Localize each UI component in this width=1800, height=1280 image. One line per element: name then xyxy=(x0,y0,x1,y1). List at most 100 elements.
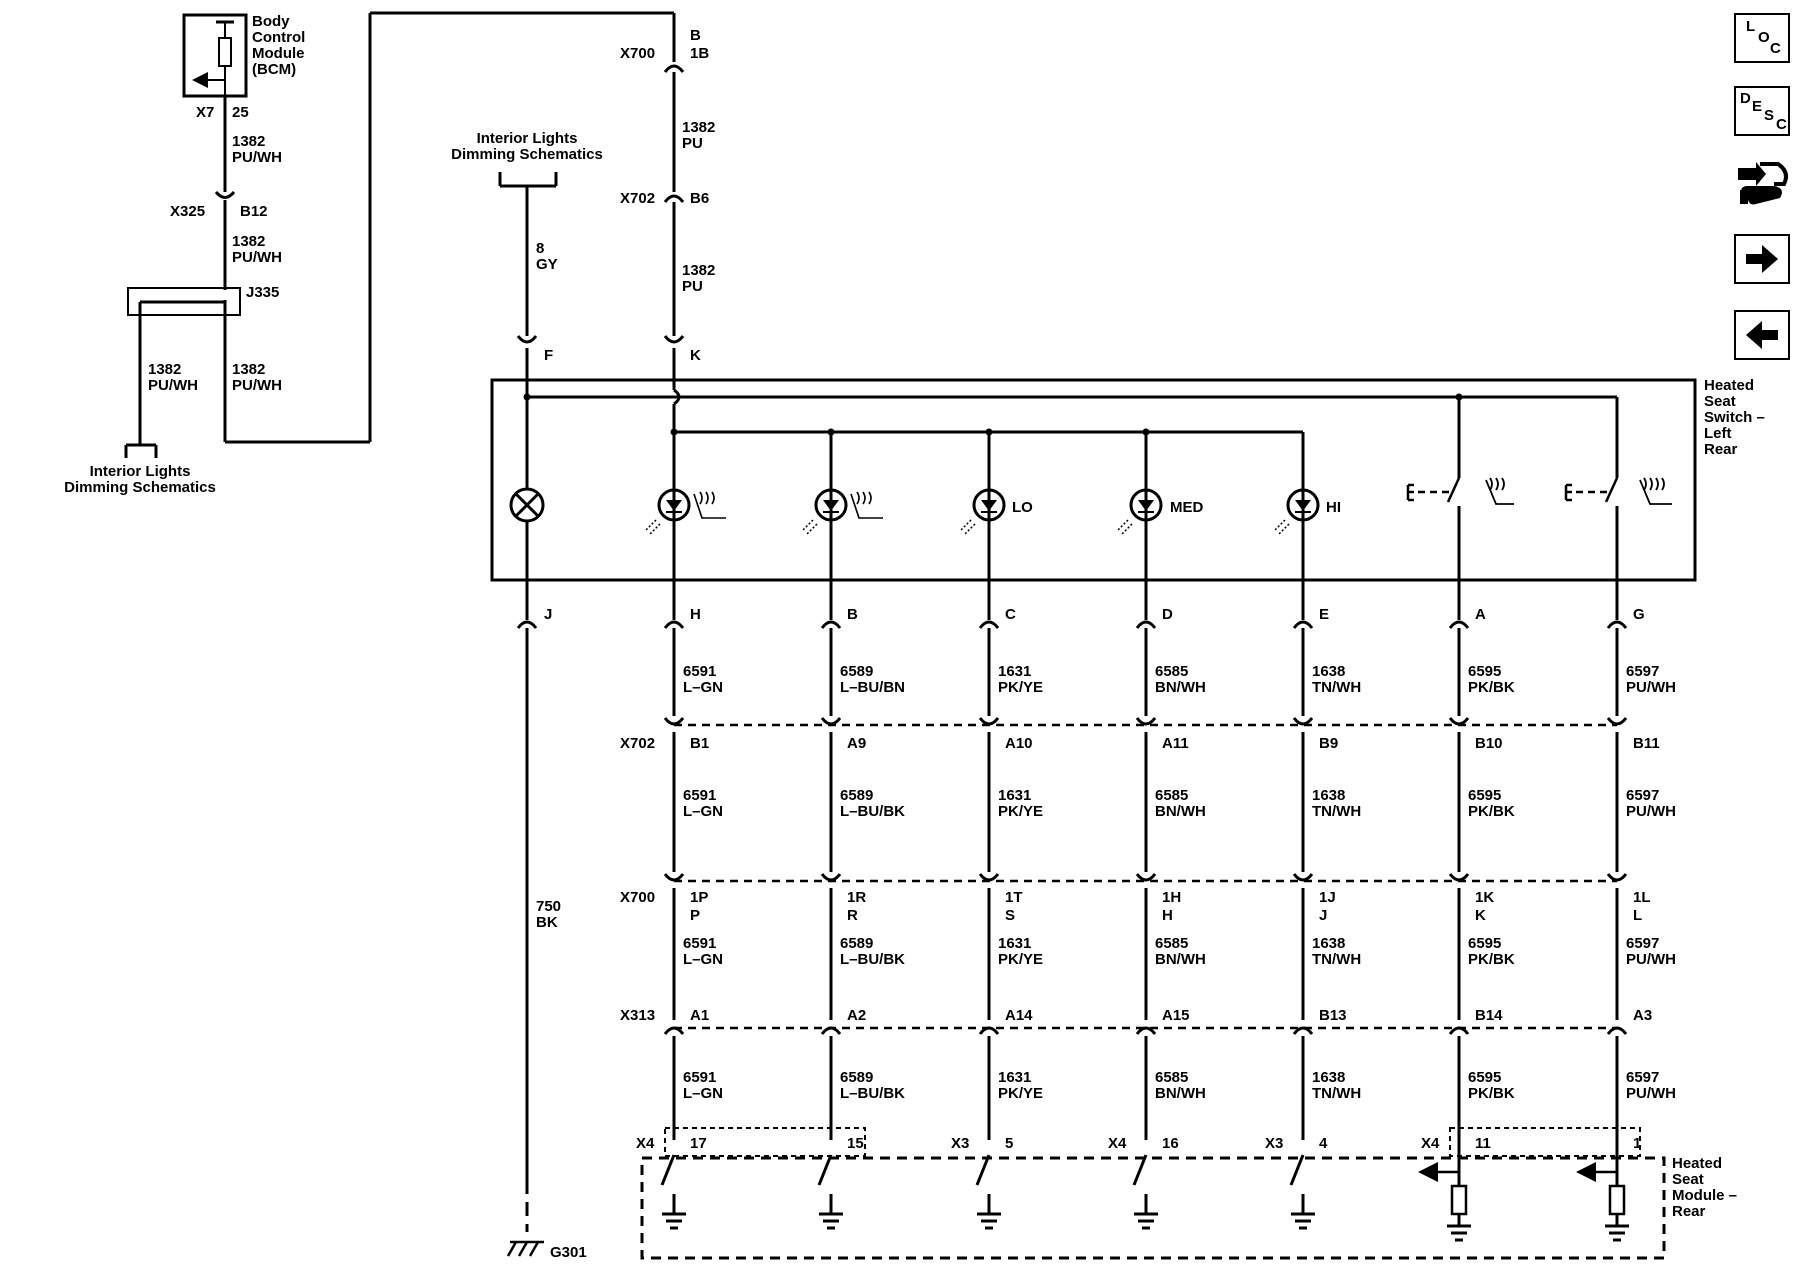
wire-number: 6589 xyxy=(840,787,873,804)
switch-pin-connector xyxy=(978,620,1000,629)
bcm-title-4: (BCM) xyxy=(252,61,296,78)
location-button[interactable]: L O C xyxy=(1734,13,1790,63)
wire-number: 1638 xyxy=(1312,787,1345,804)
module-label-3: Module – xyxy=(1672,1187,1737,1204)
connector-tool-icon xyxy=(1738,162,1788,205)
wire-number: 1638 xyxy=(1312,1069,1345,1086)
x700-pin-label: 1R xyxy=(847,889,866,906)
connector-tool-button[interactable] xyxy=(1734,154,1792,212)
x700-pin-label: 1T xyxy=(1005,889,1023,906)
switch-label-4: Left xyxy=(1704,425,1732,442)
wire-number: 1631 xyxy=(998,1069,1031,1086)
resistor-icon xyxy=(1608,1184,1626,1216)
switch-pin-connector xyxy=(1606,620,1628,629)
wire-pu-a-num: 1382 xyxy=(682,119,715,136)
ground-wire-color: BK xyxy=(536,914,558,931)
switch-label-5: Rear xyxy=(1704,441,1738,458)
x700-top-label: X700 xyxy=(620,45,655,62)
wire-color: TN/WH xyxy=(1312,803,1361,820)
x700-pin-label-2: R xyxy=(847,907,858,924)
wire-pu-b-color: PU xyxy=(682,278,703,295)
wire-number: 6595 xyxy=(1468,787,1501,804)
wire-color: L–GN xyxy=(683,803,723,820)
wire-number: 6589 xyxy=(840,1069,873,1086)
ground-name: G301 xyxy=(550,1244,587,1261)
x313-pin-label: A14 xyxy=(1005,1007,1033,1024)
wire-number: 1631 xyxy=(998,787,1031,804)
wire-color: PU/WH xyxy=(1626,679,1676,696)
desc-letter-c: C xyxy=(1776,116,1787,133)
wire-number: 1638 xyxy=(1312,935,1345,952)
splice-label: J335 xyxy=(246,284,279,301)
switch-pin-connector xyxy=(1448,620,1470,629)
heated-seat-module xyxy=(640,1156,1666,1260)
x702-connector xyxy=(1292,717,1314,726)
connector-rows xyxy=(674,723,1617,1030)
ground-pin-label: J xyxy=(544,606,552,623)
wire-number: 1638 xyxy=(1312,663,1345,680)
ground-wire-num: 750 xyxy=(536,898,561,915)
wire-color: PK/YE xyxy=(998,803,1043,820)
wire-color: L–GN xyxy=(683,951,723,968)
wire-1382-d-color: PU/WH xyxy=(232,377,282,394)
led-icon xyxy=(802,488,848,535)
x702-top-label: X702 xyxy=(620,190,655,207)
wire-color: PK/BK xyxy=(1468,679,1515,696)
module-pin-label: 11 xyxy=(1475,1135,1491,1152)
x702-connector xyxy=(978,717,1000,726)
x313-connector xyxy=(1292,1026,1314,1035)
gy-wire xyxy=(498,172,558,486)
x700-pin-label-2: S xyxy=(1005,907,1015,924)
bcm-connector: X7 xyxy=(196,104,214,121)
previous-button[interactable] xyxy=(1734,310,1790,360)
x700-connector xyxy=(663,873,685,882)
switch-pin-label: E xyxy=(1319,606,1329,623)
description-button[interactable]: D E S C xyxy=(1734,86,1790,136)
dimming-label-right-1: Interior Lights xyxy=(477,130,578,147)
x700-connector xyxy=(1448,873,1470,882)
wire-number: 6585 xyxy=(1155,663,1188,680)
wire-color: PK/YE xyxy=(998,679,1043,696)
switch-pin-label: A xyxy=(1475,606,1486,623)
bcm-title-3: Module xyxy=(252,45,305,62)
module-switch xyxy=(975,1154,991,1186)
wire-1382-b-color: PU/WH xyxy=(232,249,282,266)
wire-pu-b-num: 1382 xyxy=(682,262,715,279)
x313-pin-label: A2 xyxy=(847,1007,866,1024)
wire-1382-c-num: 1382 xyxy=(148,361,181,378)
wire-gy-color: GY xyxy=(536,256,558,273)
module-label-1: Heated xyxy=(1672,1155,1722,1172)
pu-wire xyxy=(663,13,685,432)
ground-icon xyxy=(662,1212,686,1230)
wire-color: TN/WH xyxy=(1312,1085,1361,1102)
led-icon xyxy=(1274,488,1320,535)
wire-color: PU/WH xyxy=(1626,1085,1676,1102)
x702-pin-label: B1 xyxy=(690,735,709,752)
bcm-pin: 25 xyxy=(232,104,249,121)
x700-pin-label-2: H xyxy=(1162,907,1173,924)
module-connector-label: X4 xyxy=(1421,1135,1440,1152)
x313-pin-label: A3 xyxy=(1633,1007,1652,1024)
circuit-column: E1638TN/WHB91638TN/WH1JJ1638TN/WHB131638… xyxy=(1265,580,1361,1230)
x702-connector xyxy=(820,717,842,726)
wire-1382-a-color: PU/WH xyxy=(232,149,282,166)
switch-pin-connector xyxy=(1135,620,1157,629)
x313-pin-label: A1 xyxy=(690,1007,709,1024)
wire-color: TN/WH xyxy=(1312,679,1361,696)
x702-connector xyxy=(1135,717,1157,726)
x700-pin-label: 1H xyxy=(1162,889,1181,906)
next-button[interactable] xyxy=(1734,234,1790,284)
ground-icon xyxy=(1605,1224,1629,1242)
arrow-left-icon xyxy=(1746,321,1778,349)
switch-pin-connector xyxy=(1292,620,1314,629)
x702-pin-label: A11 xyxy=(1162,735,1189,752)
x313-connector xyxy=(1135,1026,1157,1035)
wire-number: 6595 xyxy=(1468,1069,1501,1086)
led-icon xyxy=(645,488,691,535)
module-connector-label: X4 xyxy=(636,1135,655,1152)
x700-row-label: X700 xyxy=(620,889,655,906)
wire-color: L–BU/BK xyxy=(840,951,905,968)
switch-pin-connector xyxy=(663,620,685,629)
x700-pin-label: 1K xyxy=(1475,889,1494,906)
switch-pin-label: C xyxy=(1005,606,1016,623)
